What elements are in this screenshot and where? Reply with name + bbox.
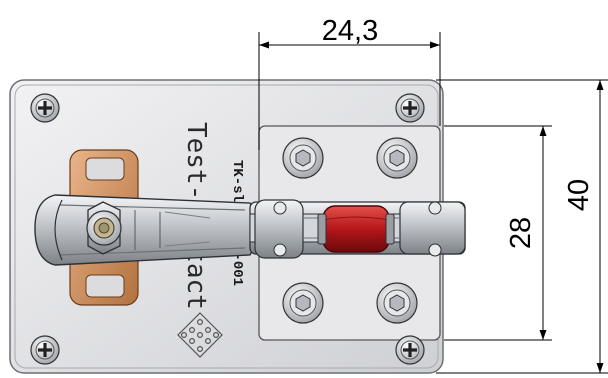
corner-screw-bottom-left <box>30 335 60 365</box>
dimension-width-label: 24,3 <box>322 15 378 47</box>
copper-contact-pad <box>69 149 139 306</box>
cap-screw-3 <box>282 282 324 324</box>
dimension-height-outer: 40 <box>436 79 608 374</box>
toggle-clamp-arm <box>34 194 259 266</box>
dimension-height-outer-label: 40 <box>563 179 595 211</box>
engraved-logo <box>177 312 223 358</box>
dimension-width: 24,3 <box>258 15 441 150</box>
red-handle-grip <box>317 205 395 253</box>
cap-screw-4 <box>376 282 418 324</box>
cap-screw-2 <box>376 137 418 179</box>
corner-screw-top-left <box>30 93 60 123</box>
spindle-nut <box>86 201 122 255</box>
dimension-height-inner: 28 <box>444 125 552 341</box>
corner-screw-bottom-right <box>395 335 425 365</box>
cap-screw-1 <box>282 137 324 179</box>
dimension-height-inner-label: 28 <box>505 217 537 249</box>
corner-screw-top-right <box>395 93 425 123</box>
